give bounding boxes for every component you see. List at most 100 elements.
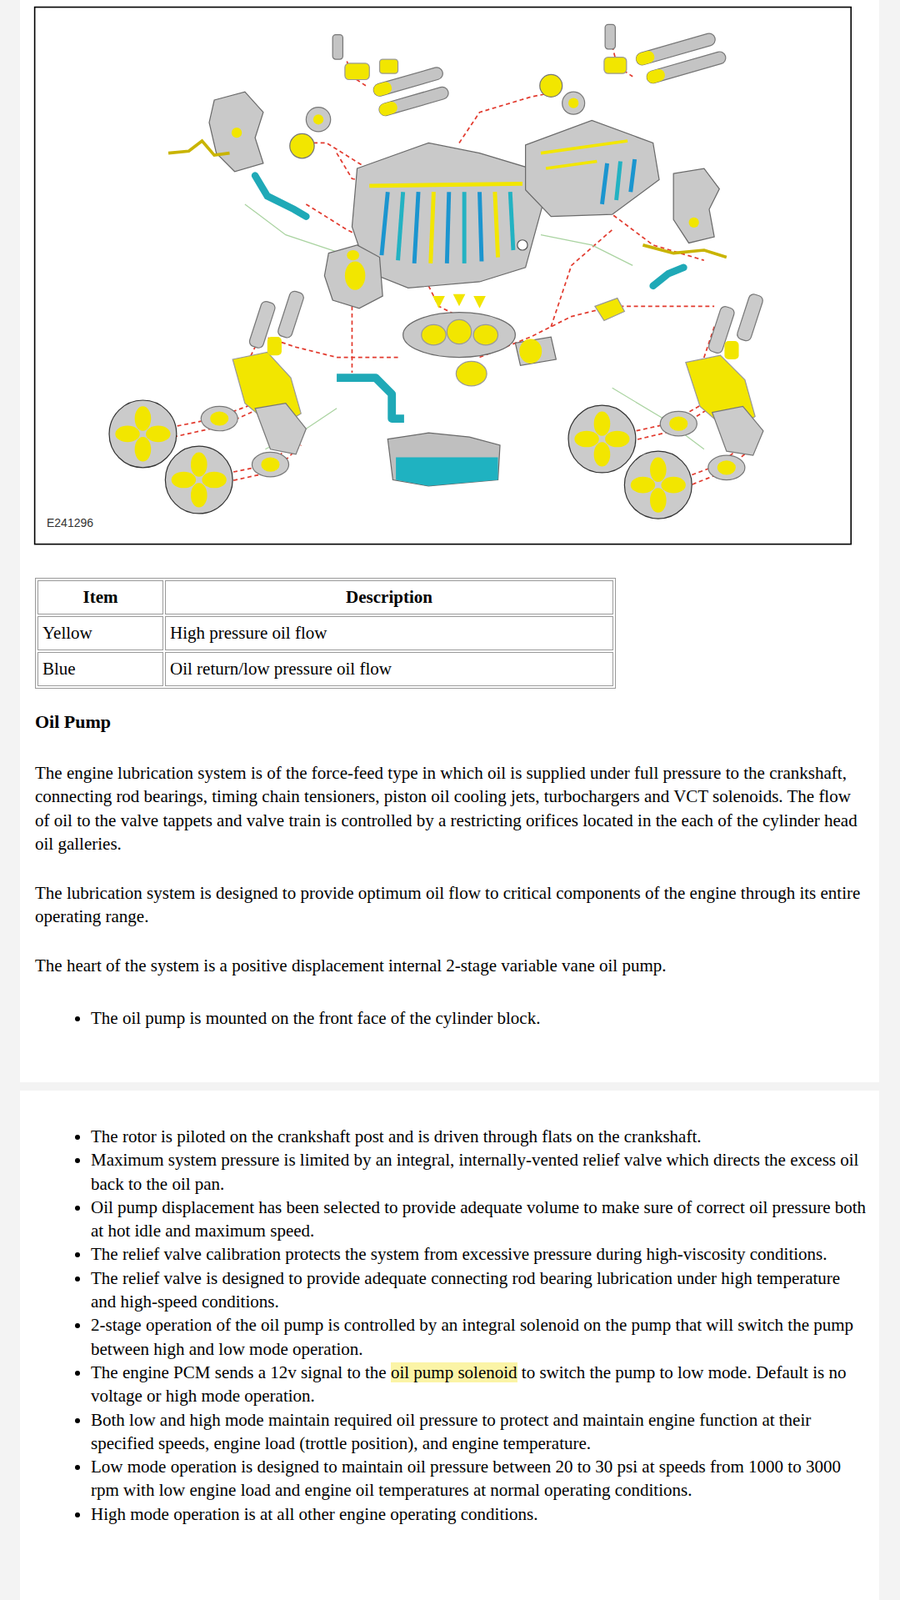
highlighted-term: oil pump solenoid — [390, 1361, 518, 1382]
legend-row: Yellow High pressure oil flow — [37, 615, 614, 650]
body-paragraph: The heart of the system is a positive di… — [35, 953, 869, 977]
blade — [630, 476, 655, 494]
body-paragraph: The engine lubrication system is of the … — [35, 760, 869, 855]
head-gallery — [545, 160, 597, 169]
gallery-stripe — [462, 191, 467, 264]
turbo-bearing-oil — [717, 460, 736, 475]
cam-journal — [372, 80, 394, 98]
bullet-text: Oil pump displacement has been selected … — [90, 1196, 866, 1240]
oil-port — [689, 217, 700, 228]
vct-phaser — [540, 74, 563, 97]
turbo-bearing — [660, 410, 697, 435]
turbo-feed-oil — [267, 336, 282, 355]
oil-port — [231, 127, 242, 138]
bullet-item: The engine PCM sends a 12v signal to the… — [90, 1360, 869, 1408]
bullet-item: The relief valve calibration protects th… — [90, 1241, 869, 1265]
table-cell: Item — [37, 580, 164, 615]
oil-cooler-port — [519, 339, 542, 364]
vct-solenoid — [605, 24, 615, 49]
return-pipe — [255, 175, 306, 217]
turbo-bearing — [708, 455, 745, 480]
oil-route-group — [163, 45, 755, 487]
blade — [660, 476, 685, 494]
illustration-group — [35, 7, 852, 545]
legend-table-body: ItemDescriptionYellowHigh pressure oil f… — [37, 580, 614, 686]
blade — [135, 405, 152, 430]
gallery-stripe — [381, 191, 388, 255]
oil-route — [459, 91, 556, 143]
blade — [135, 436, 152, 461]
turbo-blades — [171, 451, 227, 507]
feed-tube — [642, 245, 726, 258]
bullet-list: The oil pump is mounted on the front fac… — [35, 1005, 869, 1030]
gallery-stripe — [480, 191, 482, 261]
oil-pickup — [336, 377, 405, 419]
pump-vane — [421, 324, 446, 345]
bullet-text: The rotor is piloted on the crankshaft p… — [90, 1125, 702, 1146]
oil-in-pan — [395, 457, 498, 486]
section-heading: Oil Pump — [35, 710, 111, 734]
legend-table: ItemDescriptionYellowHigh pressure oil f… — [35, 577, 616, 689]
cam-journal — [635, 49, 656, 66]
gallery-stripe — [414, 191, 419, 264]
vct-phaser — [305, 107, 330, 132]
oil-route — [351, 305, 354, 373]
main-gallery — [369, 183, 523, 185]
bullet-item: Low mode operation is designed to mainta… — [90, 1454, 869, 1502]
filter-adapter — [324, 245, 383, 309]
blade — [605, 430, 630, 448]
turbo-wheel — [109, 400, 177, 468]
turbo-housing — [712, 405, 764, 455]
bullet-item: Maximum system pressure is limited by an… — [90, 1147, 869, 1195]
turbo-bearing-oil — [669, 416, 688, 431]
vct-solenoid — [604, 57, 627, 75]
vct-phaser-center — [313, 114, 324, 125]
turbo-blades — [115, 405, 170, 461]
bullet-item: High mode operation is at all other engi… — [90, 1501, 869, 1525]
cam-cover — [209, 91, 264, 172]
turbo-bearing-oil — [210, 410, 229, 425]
cylinder-head — [525, 120, 660, 216]
camshaft — [645, 50, 727, 85]
turbo-housing — [255, 403, 306, 455]
blade — [201, 471, 226, 489]
vct-solenoid — [332, 35, 343, 60]
gallery-stripe — [495, 191, 499, 257]
head-gallery — [540, 140, 628, 154]
turbo-bearing-oil — [260, 457, 280, 472]
blade — [115, 425, 140, 443]
bullet-item: 2-stage operation of the oil pump is con… — [90, 1312, 869, 1360]
filter-port — [346, 250, 360, 260]
oil-route — [265, 336, 398, 357]
gallery-stripe — [446, 191, 449, 264]
gallery-stripe — [398, 191, 404, 260]
color-description: Oil return/low pressure oil flow — [170, 658, 392, 679]
column-header: Item — [83, 586, 119, 607]
head-stripe — [601, 163, 607, 205]
turbo-wheel — [568, 405, 636, 473]
feed-tube — [168, 140, 230, 155]
bullet-text: The engine PCM sends a 12v signal to the — [90, 1361, 387, 1382]
table-cell: Blue — [37, 651, 164, 686]
turbo-blades — [574, 410, 630, 466]
oil-pan — [387, 432, 500, 486]
table-cell: Oil return/low pressure oil flow — [165, 651, 614, 686]
return-line — [540, 235, 633, 266]
oil-filter — [455, 360, 487, 385]
turbo-feed-oil — [724, 340, 739, 360]
turbo-blades — [630, 457, 686, 513]
figure-frame — [35, 7, 852, 545]
color-name: Yellow — [42, 622, 93, 643]
vct-phaser — [290, 133, 315, 158]
oil-fitting — [595, 298, 625, 321]
bullet-item: The rotor is piloted on the crankshaft p… — [90, 1124, 869, 1148]
camshaft-group — [635, 30, 728, 86]
gallery-stripe — [430, 191, 435, 264]
filter-port — [345, 260, 365, 290]
color-description: High pressure oil flow — [170, 622, 327, 643]
body-paragraph: The lubrication system is designed to pr… — [35, 880, 869, 929]
oil-cooler — [515, 336, 556, 365]
cam-journal — [377, 100, 399, 117]
vct-phaser-center — [568, 98, 579, 109]
bullet-text: Maximum system pressure is limited by an… — [90, 1149, 859, 1193]
